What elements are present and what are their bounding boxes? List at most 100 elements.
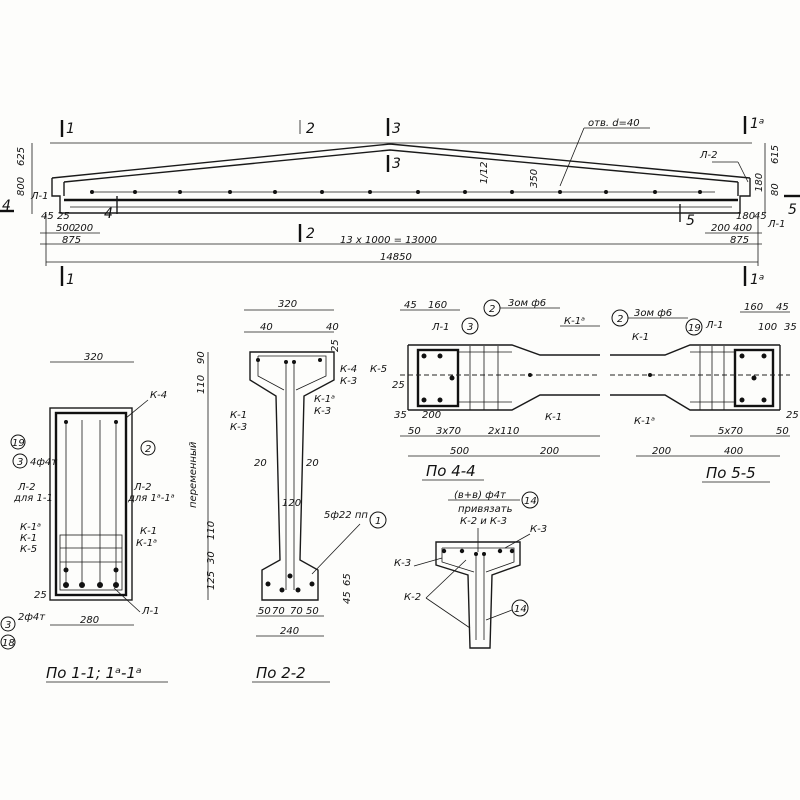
s33-k3l: К-3 bbox=[394, 558, 411, 569]
s55-c19-circle bbox=[685, 318, 703, 336]
s33-note-a: (в+в) ф4т bbox=[454, 490, 507, 501]
s22-d65: 65 bbox=[342, 573, 353, 586]
s44-k5: К-5 bbox=[370, 364, 387, 375]
s44-d25: 25 bbox=[392, 380, 405, 391]
s44-c3: 3 bbox=[467, 322, 473, 333]
s22-k4: К-4 bbox=[340, 364, 357, 375]
beam-elevation: 1 1 1ᵃ 1ᵃ 2 2 3 3 4 4 5 5 отв. d=40 Л-2 … bbox=[0, 116, 800, 288]
s22-d20b: 20 bbox=[306, 458, 319, 469]
dim-slope: 1/12 bbox=[479, 162, 490, 184]
s33-k3r-leader bbox=[504, 533, 531, 549]
s55-d100: 100 bbox=[758, 322, 777, 333]
cut-5-right-label: 5 bbox=[788, 202, 797, 218]
cut-1a-bot-label: 1ᵃ bbox=[750, 272, 764, 288]
s44-l1: Л-1 bbox=[431, 322, 450, 333]
s44-outline-bot bbox=[408, 394, 600, 411]
s22-b70a: 70 bbox=[272, 606, 285, 617]
s22-stirrup-top-l bbox=[257, 356, 285, 391]
s11-rebar-dots bbox=[63, 420, 119, 588]
section-2-2: 320 40 40 25 90 110 переменный 110 30 12… bbox=[188, 299, 387, 683]
s11-c2-circle bbox=[140, 440, 156, 456]
s22-outline bbox=[249, 351, 335, 601]
s33-c14: 14 bbox=[524, 496, 537, 507]
hole-note-leader bbox=[559, 127, 585, 187]
cut-2-bot-label: 2 bbox=[306, 226, 315, 242]
section-3-3: (в+в) ф4т 14 привязать К-2 и К-3 К-3 К-3… bbox=[394, 490, 547, 649]
s11-c3-circle bbox=[12, 453, 28, 469]
dim-180-b: 180 bbox=[736, 211, 755, 222]
cut-2-top-label: 2 bbox=[306, 121, 315, 137]
s22-rebar-dots bbox=[256, 358, 322, 593]
l1-right-label: Л-1 bbox=[767, 219, 786, 230]
hole-note: отв. d=40 bbox=[588, 118, 640, 129]
s22-k3: К-3 bbox=[340, 376, 357, 387]
s22-d125: 125 bbox=[206, 571, 217, 590]
s11-outline bbox=[49, 407, 133, 601]
s33-c14-circle bbox=[521, 491, 539, 509]
s11-d25: 25 bbox=[34, 590, 47, 601]
s44-c2: 2 bbox=[489, 304, 495, 315]
s55-d25: 25 bbox=[786, 410, 799, 421]
dim-625-left: 625 bbox=[16, 147, 27, 166]
beam-ridge-top bbox=[51, 143, 751, 179]
s22-bars-leader bbox=[311, 523, 361, 575]
s22-w-top: 320 bbox=[278, 299, 297, 310]
cut-1a-top-label: 1ᵃ bbox=[750, 116, 764, 132]
s22-d45: 45 bbox=[342, 591, 353, 604]
s55-outline-top bbox=[610, 344, 780, 356]
s11-c2: 2 bbox=[145, 444, 151, 455]
s22-b50b: 50 bbox=[306, 606, 319, 617]
dim-875-left: 875 bbox=[62, 235, 81, 246]
s22-bars: 5ф22 пп bbox=[324, 510, 368, 521]
s55-l1: Л-1 bbox=[705, 320, 724, 331]
dim-875-right: 875 bbox=[730, 235, 749, 246]
s22-d20a: 20 bbox=[254, 458, 267, 469]
s22-k1a: К-1ᵃ bbox=[314, 394, 335, 405]
beam-outline-bottom bbox=[51, 178, 751, 214]
s33-note-c: К-2 и К-3 bbox=[460, 516, 507, 527]
s22-k1: К-1 bbox=[230, 410, 247, 421]
s11-c19: 19 bbox=[12, 438, 25, 449]
s11-r4: 4ф4т bbox=[30, 457, 58, 468]
s11-stirrup bbox=[54, 411, 128, 597]
section-4-4: 45 160 2 3ом ф6 3 Л-1 К-1ᵃ К-5 25 35 200… bbox=[370, 298, 600, 481]
hole-row bbox=[90, 190, 702, 194]
s44-d3x70: 3x70 bbox=[436, 426, 461, 437]
s22-c1-circle bbox=[369, 511, 387, 529]
cut-1-bot-label: 1 bbox=[66, 272, 75, 288]
s33-k2-leader-a bbox=[425, 559, 467, 599]
s55-d50: 50 bbox=[776, 426, 789, 437]
s44-d35: 35 bbox=[394, 410, 407, 421]
s22-d25: 25 bbox=[330, 339, 341, 352]
s11-k1ar: К-1ᵃ bbox=[136, 538, 157, 549]
s44-d160: 160 bbox=[428, 300, 447, 311]
dim-total: 14850 bbox=[380, 252, 412, 263]
cut-3-mid-label: 3 bbox=[392, 156, 401, 172]
s22-d110: 110 bbox=[196, 375, 207, 394]
s33-c14b-circle bbox=[511, 599, 529, 617]
s44-k1: К-1 bbox=[545, 412, 562, 423]
dim-615-right: 615 bbox=[770, 145, 781, 164]
s55-d5x70: 5x70 bbox=[718, 426, 743, 437]
s11-l2b: Л-2 bbox=[133, 482, 152, 493]
s55-outline-bot bbox=[610, 394, 780, 411]
dim-350: 350 bbox=[529, 169, 540, 188]
s11-c3: 3 bbox=[17, 457, 23, 468]
section-5-5: 2 3ом ф6 19 160 45 К-1 Л-1 100 35 К-1ᵃ 2… bbox=[610, 302, 799, 483]
s11-c3b: 3 bbox=[5, 620, 11, 631]
s55-rebar-dots bbox=[648, 353, 767, 403]
s22-b70b: 70 bbox=[290, 606, 303, 617]
s44-d200b: 200 bbox=[540, 446, 559, 457]
dim-span: 13 x 1000 = 13000 bbox=[340, 235, 437, 246]
cut-5-arrow-label: 5 bbox=[686, 213, 695, 229]
s11-c3b-circle bbox=[0, 616, 16, 632]
dim-45-b: 45 bbox=[754, 211, 767, 222]
s33-k3r: К-3 bbox=[530, 524, 547, 535]
s44-rebar-dots bbox=[421, 353, 532, 403]
beam-ridge-inner bbox=[63, 149, 739, 183]
s55-d200: 200 bbox=[652, 446, 671, 457]
s55-d45: 45 bbox=[776, 302, 789, 313]
s22-c1: 1 bbox=[375, 516, 381, 527]
s11-bottom-cage bbox=[59, 534, 123, 591]
